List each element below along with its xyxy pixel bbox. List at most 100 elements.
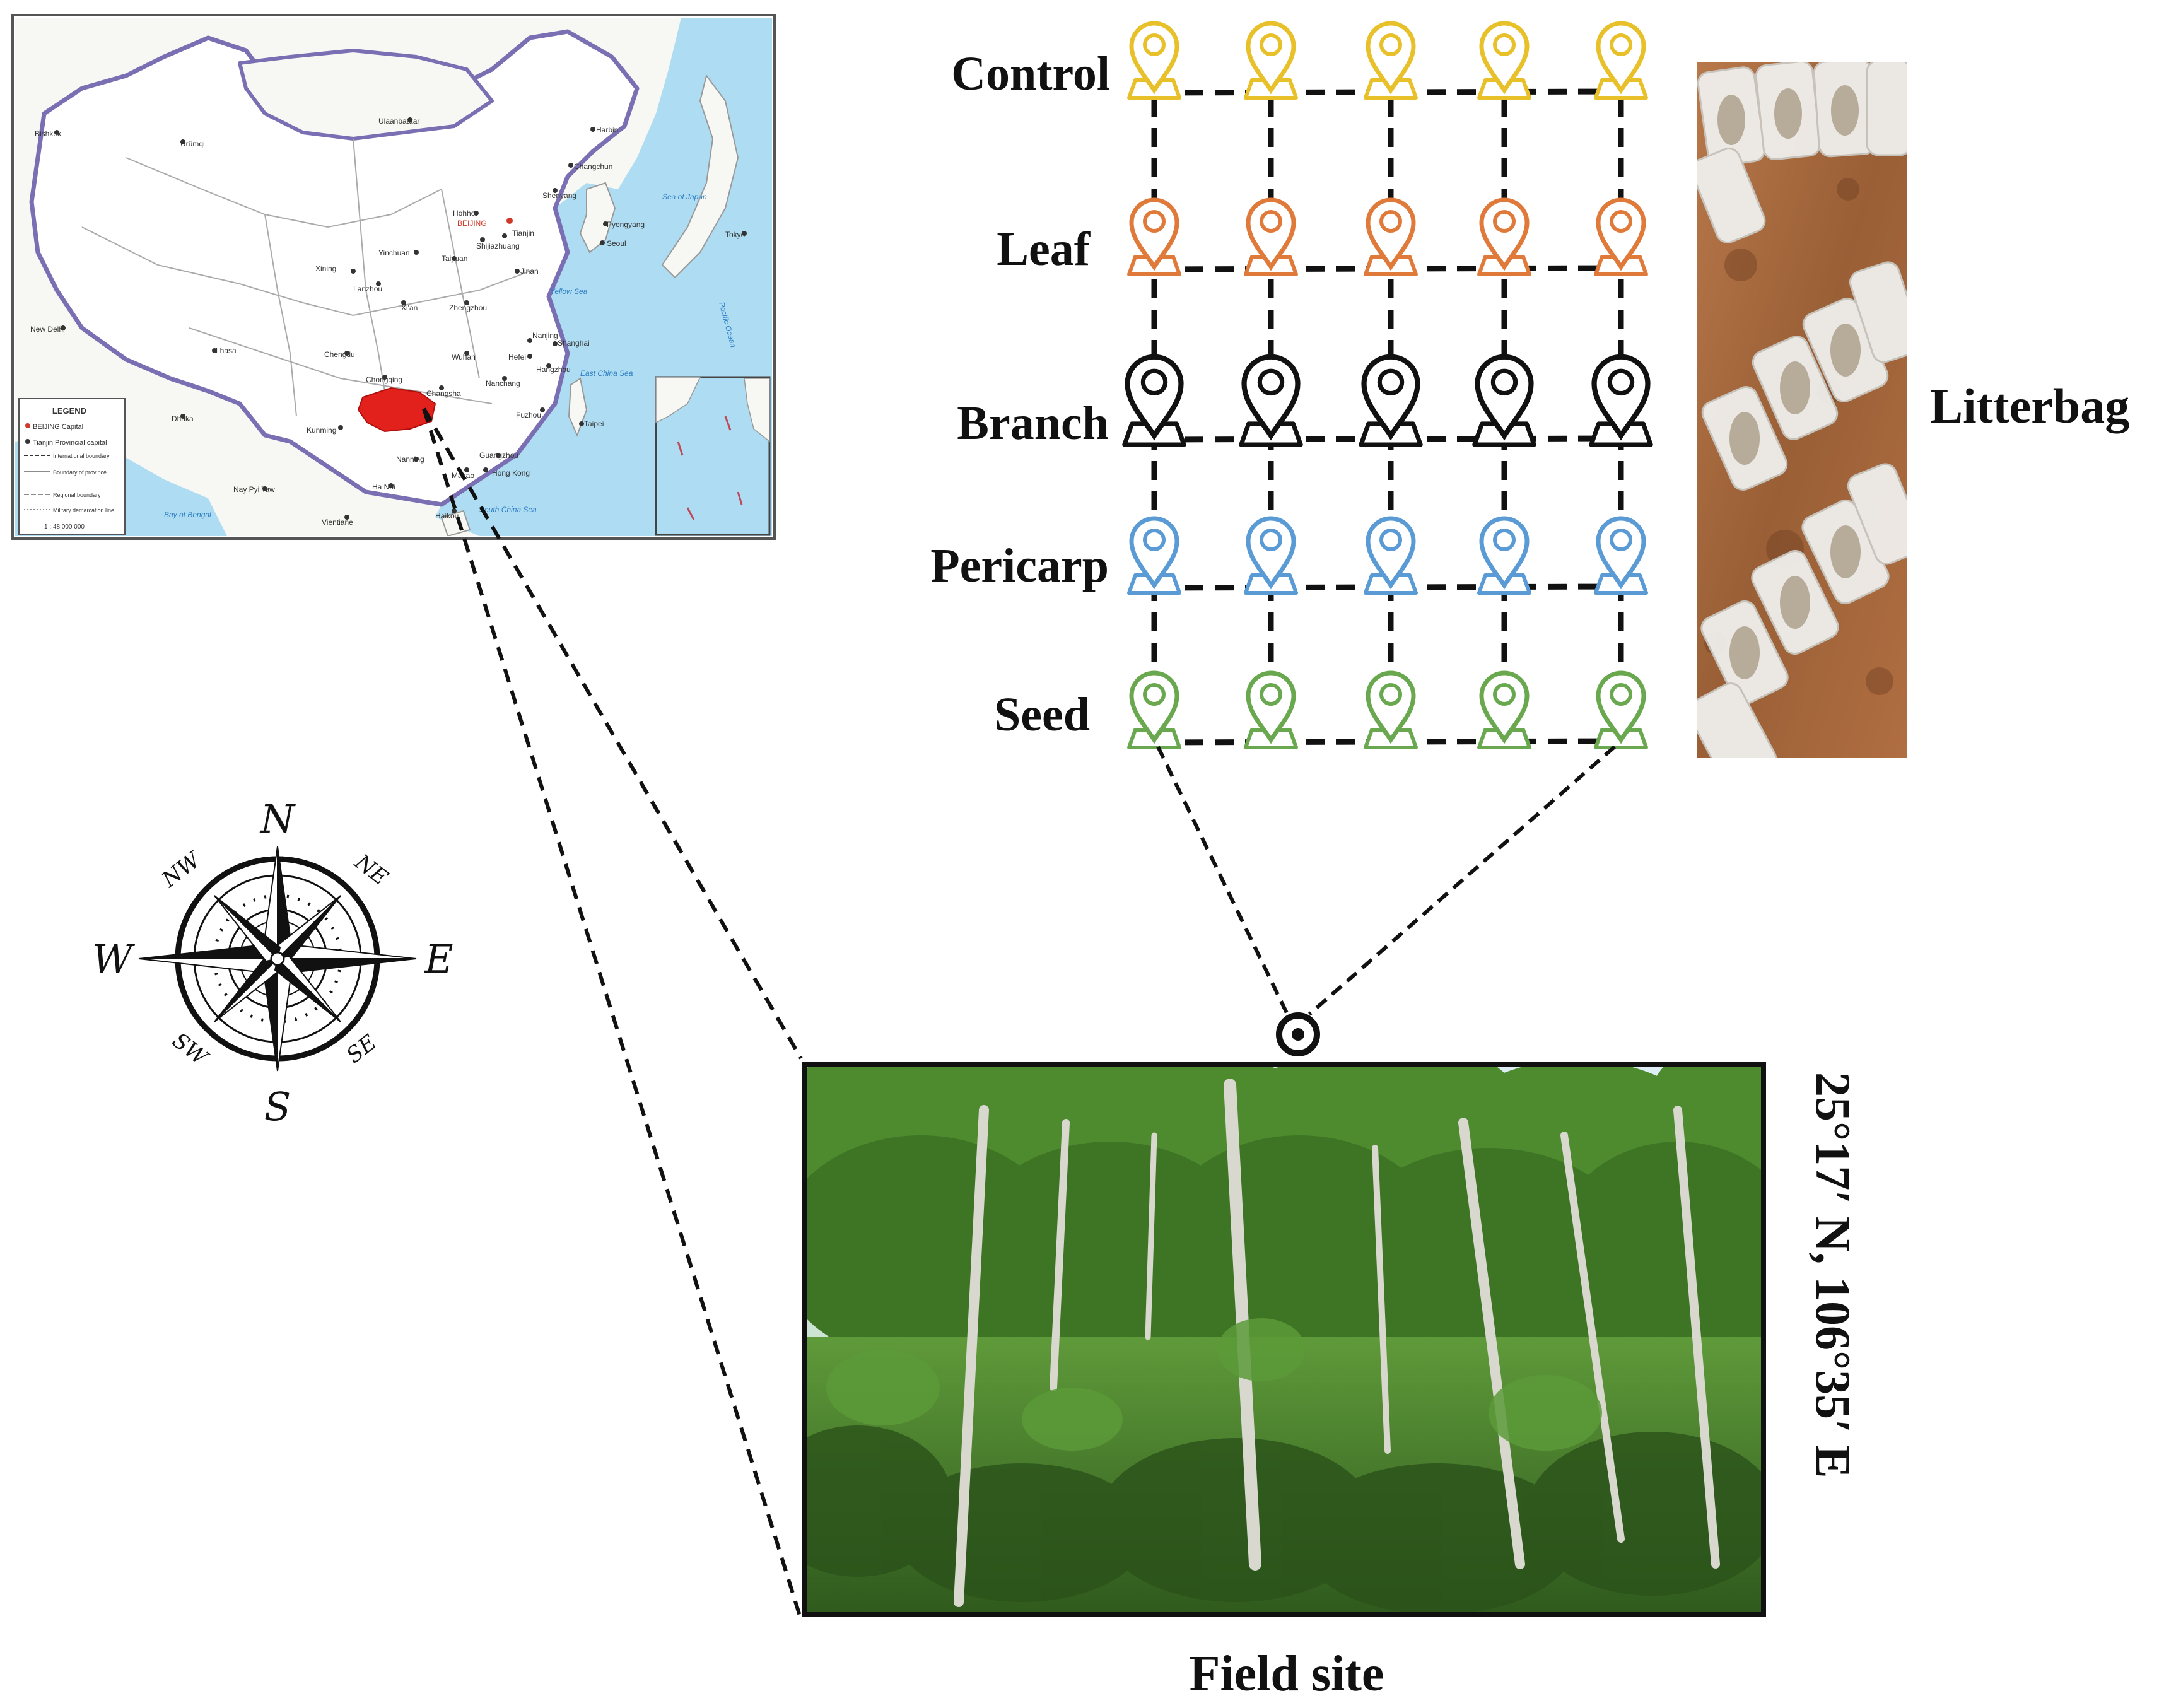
svg-text:Tokyo: Tokyo [725, 230, 746, 239]
litterbag-label: Litterbag [1930, 378, 2129, 433]
location-pin-icon-seed-4 [1477, 670, 1531, 749]
guizhou-highlight [357, 387, 436, 433]
field-site-photo [802, 1062, 1766, 1617]
location-pin-icon-branch-4 [1472, 354, 1536, 447]
location-pin-icon-branch-2 [1239, 354, 1303, 447]
svg-text:Haikou: Haikou [435, 512, 459, 520]
location-pin-icon-control-2 [1244, 21, 1298, 100]
legend-item-0: BEIJING Capital [33, 423, 83, 431]
location-pin-icon-leaf-1 [1127, 197, 1181, 276]
svg-text:Taiyuan: Taiyuan [442, 254, 467, 263]
location-pin-icon-control-3 [1364, 21, 1418, 100]
svg-text:Changsha: Changsha [426, 389, 461, 398]
map-legend: LEGEND BEIJING Capital Tianjin Provincia… [18, 398, 126, 535]
svg-text:Chengdu: Chengdu [324, 350, 355, 359]
svg-text:Shijiazhuang: Shijiazhuang [476, 242, 520, 250]
svg-text:Shenyang: Shenyang [542, 191, 576, 200]
location-pin-icon-leaf-5 [1594, 197, 1648, 276]
row-label-control: Control [951, 47, 1110, 100]
svg-text:Yinchuan: Yinchuan [378, 249, 410, 257]
svg-text:Ha Noi: Ha Noi [372, 483, 395, 491]
legend-item-5: Military demarcation line [53, 507, 114, 513]
svg-text:Nanjing: Nanjing [532, 331, 558, 340]
legend-title: LEGEND [52, 406, 86, 416]
svg-text:Nanning: Nanning [396, 455, 424, 464]
legend-item-2: International boundary [53, 453, 110, 459]
svg-text:Lanzhou: Lanzhou [353, 284, 382, 293]
legend-item-3: Boundary of province [53, 469, 107, 476]
location-pin-icon-seed-3 [1364, 670, 1418, 749]
mongolia-boundary [238, 49, 494, 141]
legend-item-1: Tianjin Provincial capital [33, 439, 107, 447]
svg-text:Hangzhou: Hangzhou [536, 365, 571, 374]
row-line-control [1154, 88, 1622, 96]
svg-text:Lhasa: Lhasa [216, 346, 237, 355]
compass-east: E [424, 936, 453, 982]
svg-text:Sea of Japan: Sea of Japan [662, 192, 707, 201]
row-label-leaf: Leaf [997, 223, 1091, 276]
location-pin-icon-branch-1 [1122, 354, 1186, 447]
site-coordinates: 25°17′ N, 106°35′ E [1806, 1072, 1861, 1478]
svg-text:Tianjin: Tianjin [512, 229, 534, 238]
location-pin-icon-control-4 [1477, 21, 1531, 100]
svg-text:Bay of Bengal: Bay of Bengal [164, 510, 211, 519]
location-pin-icon-seed-1 [1127, 670, 1181, 749]
location-pin-icon-leaf-2 [1244, 197, 1298, 276]
svg-text:Zhengzhou: Zhengzhou [449, 303, 487, 312]
compass-northeast: NE [349, 849, 393, 891]
compass-south: S [264, 1084, 291, 1130]
row-label-branch: Branch [957, 397, 1109, 450]
svg-text:Xi'an: Xi'an [401, 303, 418, 312]
svg-text:BEIJING: BEIJING [457, 219, 487, 228]
location-pin-icon-seed-5 [1594, 670, 1648, 749]
svg-text:Nanchang: Nanchang [486, 379, 520, 388]
location-pin-icon-leaf-3 [1364, 197, 1418, 276]
location-pin-icon-pericarp-5 [1594, 516, 1648, 595]
row-label-seed: Seed [994, 688, 1090, 741]
location-pin-icon-pericarp-2 [1244, 516, 1298, 595]
compass-southeast: SE [342, 1030, 382, 1068]
row-line-pericarp [1154, 583, 1622, 591]
japan-landmass [661, 74, 739, 279]
location-pin-icon-seed-2 [1244, 670, 1298, 749]
location-pin-icon-branch-3 [1359, 354, 1423, 447]
svg-text:Harbin: Harbin [596, 126, 618, 134]
plot-grid-markers [1122, 21, 1653, 749]
svg-text:Ulaanbaatar: Ulaanbaatar [378, 117, 419, 126]
svg-text:Nay Pyi Taw: Nay Pyi Taw [233, 485, 275, 494]
location-pin-icon-control-1 [1127, 21, 1181, 100]
svg-text:Bishkek: Bishkek [35, 129, 62, 138]
svg-text:Jinan: Jinan [520, 267, 539, 276]
compass-rose: N S E W NE NW SE SW [92, 796, 453, 1130]
location-pin-icon-pericarp-1 [1127, 516, 1181, 595]
svg-text:Hefei: Hefei [508, 353, 526, 361]
row-label-pericarp: Pericarp [930, 539, 1109, 592]
site-marker [1276, 1012, 1320, 1056]
svg-text:Seoul: Seoul [607, 239, 626, 248]
svg-text:Pyongyang: Pyongyang [607, 220, 645, 229]
svg-text:Vientiane: Vientiane [322, 518, 353, 527]
location-pin-icon-pericarp-4 [1477, 516, 1531, 595]
svg-text:Ürümqi: Ürümqi [180, 139, 205, 148]
svg-text:Hong Kong: Hong Kong [492, 469, 530, 477]
compass-north: N [259, 796, 296, 842]
location-pin-icon-branch-5 [1589, 354, 1653, 447]
svg-text:Changchun: Changchun [574, 162, 612, 171]
location-pin-icon-leaf-4 [1477, 197, 1531, 276]
svg-text:New Delhi: New Delhi [30, 325, 65, 334]
svg-text:South China Sea: South China Sea [479, 505, 537, 514]
korea-landmass [579, 182, 616, 254]
compass-southwest: SW [168, 1028, 214, 1072]
zoom-lines [422, 407, 803, 1620]
litterbag-photo [1697, 62, 1907, 758]
svg-text:Hohhot: Hohhot [453, 209, 477, 218]
south-china-sea-inset [655, 376, 771, 536]
compass-west: W [92, 936, 135, 982]
svg-text:Shanghai: Shanghai [558, 339, 590, 348]
svg-text:Dhaka: Dhaka [172, 414, 194, 423]
location-pin-icon-control-5 [1594, 21, 1648, 100]
svg-text:Yellow Sea: Yellow Sea [550, 287, 588, 296]
compass-northwest: NW [157, 846, 207, 893]
row-line-branch [1154, 435, 1622, 443]
